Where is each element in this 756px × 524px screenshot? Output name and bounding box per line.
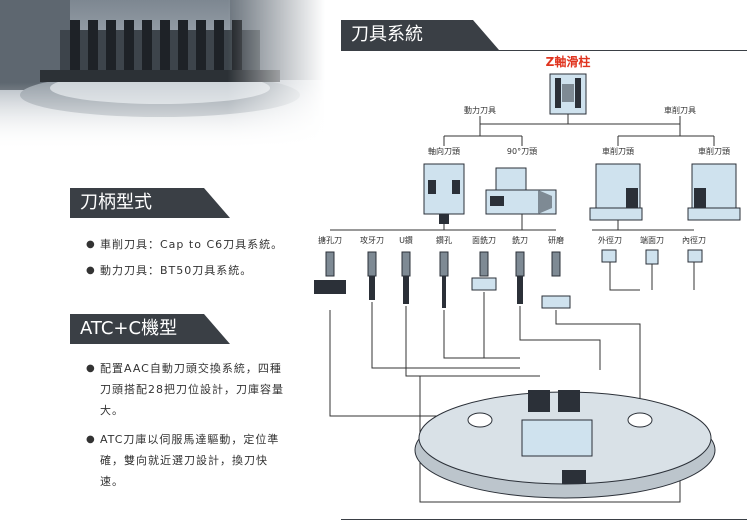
turning-head-2-icon	[687, 163, 741, 221]
boring-tool-icon	[314, 251, 346, 294]
turning-head-2-label: 車削刀頭	[698, 146, 730, 156]
tool-system-banner: 刀具系統	[341, 20, 499, 50]
tool-label: 攻牙刀	[360, 235, 384, 245]
tool-system-title: 刀具系統	[351, 24, 423, 45]
mill-tool-icon	[515, 251, 525, 304]
od-tool-icon	[601, 249, 617, 263]
tool-icons	[314, 249, 703, 309]
list-item: 配置AAC自動刀頭交換系統，四種刀頭搭配28把刀位設計，刀庫容量大。	[86, 358, 286, 421]
face-mill-icon	[471, 251, 497, 291]
holder-type-title: 刀柄型式	[80, 192, 152, 213]
tool-label: 面銑刀	[472, 235, 496, 245]
tool-tree-diagram: Z軸滑柱 動力刀具 車削刀具 軸向刀頭 90°刀頭 車削刀頭 車削刀頭	[314, 54, 741, 503]
id-tool-icon	[687, 249, 703, 263]
list-item: 車削刀具：Cap to C6刀具系統。	[86, 234, 283, 255]
list-item: 動力刀具：BT50刀具系統。	[86, 260, 283, 281]
tool-labels: 搪孔刀 攻牙刀 U鑽 鑽孔 面銑刀 銑刀 研磨 外徑刀 端面刀 內徑刀	[318, 235, 706, 245]
list-item: ATC刀庫以伺服馬達驅動，定位準確，雙向就近選刀設計，換刀快速。	[86, 429, 286, 492]
turning-head-1-label: 車削刀頭	[602, 146, 634, 156]
bottom-rule	[341, 519, 747, 520]
atc-model-list: 配置AAC自動刀頭交換系統，四種刀頭搭配28把刀位設計，刀庫容量大。 ATC刀庫…	[86, 358, 286, 492]
axial-head-label: 軸向刀頭	[428, 146, 460, 156]
u-drill-icon	[401, 251, 411, 304]
tool-label: 內徑刀	[682, 235, 706, 245]
tool-label: 銑刀	[512, 235, 528, 245]
turning-tools-label: 車削刀具	[664, 105, 696, 115]
head-90-label: 90°刀頭	[507, 147, 537, 156]
powered-tools-label: 動力刀具	[464, 105, 496, 115]
atc-model-banner: ATC+C機型	[70, 314, 230, 344]
drill-icon	[439, 251, 449, 308]
tool-label: 鑽孔	[436, 235, 452, 245]
atc-model-title: ATC+C機型	[80, 318, 178, 339]
axial-head-icon	[423, 163, 465, 224]
tool-label: 搪孔刀	[318, 235, 342, 245]
tap-tool-icon	[367, 251, 377, 300]
tool-magazine-icon	[414, 390, 716, 499]
tool-label: 端面刀	[640, 235, 664, 245]
grinding-tool-icon	[541, 251, 571, 309]
face-tool-icon	[645, 249, 659, 265]
machine-photo	[0, 0, 325, 150]
tool-label: 外徑刀	[598, 235, 622, 245]
holder-type-list: 車削刀具：Cap to C6刀具系統。 動力刀具：BT50刀具系統。	[86, 234, 283, 281]
tool-label: 研磨	[548, 235, 564, 245]
z-axis-slide-icon	[549, 73, 587, 115]
head-90-icon	[485, 167, 557, 215]
turning-head-1-icon	[589, 163, 643, 221]
tool-system-baseline	[341, 50, 747, 51]
tool-label: U鑽	[399, 235, 413, 245]
z-axis-label: Z軸滑柱	[546, 54, 591, 69]
holder-type-banner: 刀柄型式	[70, 188, 230, 218]
